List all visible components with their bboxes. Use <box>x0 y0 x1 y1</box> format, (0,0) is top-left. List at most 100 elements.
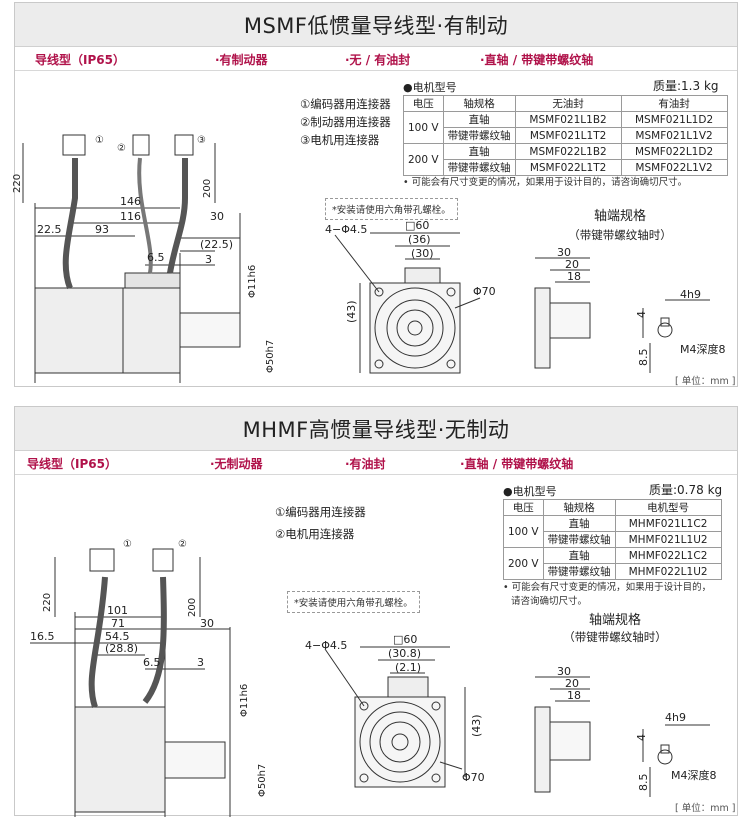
header-voltage: 电压 <box>503 499 544 516</box>
model-table: 电压 轴规格 电机型号 100 V 直轴 MHMF021L1C2 带键带螺纹轴 … <box>503 499 722 580</box>
msmf-spec-panel: MSMF低惯量导线型·有制动 导线型（IP65） ·有制动器 ·无 / 有油封 … <box>12 2 738 387</box>
dim-holes: 4−Φ4.5 <box>305 639 347 652</box>
dim-146: 146 <box>120 195 141 208</box>
cell-model: MSMF021L1D2 <box>620 111 728 128</box>
panel-title: MHMF高惯量导线型·无制动 <box>242 417 510 442</box>
cell-model: MSMF022L1D2 <box>620 143 728 160</box>
header-model: 电机型号 <box>614 499 722 516</box>
cell-shaft: 直轴 <box>442 111 516 128</box>
dim-28-8: (28.8) <box>105 642 138 655</box>
feature-shaft: ·直轴 / 带键带螺纹轴 <box>460 457 574 471</box>
cell-model: MSMF022L1V2 <box>620 159 728 176</box>
cell-model: MSMF022L1B2 <box>514 143 622 160</box>
cell-model: MSMF022L1T2 <box>514 159 622 176</box>
dim-16-5: 16.5 <box>30 630 55 643</box>
dim-30: 30 <box>200 617 214 630</box>
dim-shaft-30: 30 <box>557 665 571 678</box>
dim-shaft-18: 18 <box>567 689 581 702</box>
table-row: 带键带螺纹轴 MHMF022L1U2 <box>504 563 722 580</box>
dim-200: 200 <box>187 598 198 617</box>
dim-key-h9: 4h9 <box>680 288 701 301</box>
model-table-title: ●电机型号 <box>503 485 557 498</box>
table-row: 100 V 直轴 MHMF021L1C2 <box>503 515 722 548</box>
dim-shaft-8-5: 8.5 <box>637 774 650 792</box>
dim-22-5-paren: (22.5) <box>200 238 233 251</box>
cell-model: MHMF022L1U2 <box>614 563 722 580</box>
connector-3-label: ③ <box>197 135 206 146</box>
dim-shaft-30: 30 <box>557 246 571 259</box>
table-header-row: 电压 轴规格 电机型号 <box>503 499 722 516</box>
dim-thread-m4: M4深度8 <box>671 768 717 782</box>
unit-label: [ 单位：mm ] <box>675 376 736 387</box>
feature-brake: ·无制动器 <box>210 457 263 471</box>
motor-front-view: 4−Φ4.5 □60 (30.8) (2.1) (43) Φ70 <box>305 633 485 788</box>
cell-shaft: 带键带螺纹轴 <box>542 531 616 548</box>
dim-200: 200 <box>202 179 213 198</box>
dim-54-5: 54.5 <box>105 630 130 643</box>
feature-brake: ·有制动器 <box>215 53 268 67</box>
dim-3: 3 <box>205 253 212 266</box>
dim-93: 93 <box>95 223 109 236</box>
feature-row: 导线型（IP65） ·有制动器 ·无 / 有油封 ·直轴 / 带键带螺纹轴 <box>15 47 737 71</box>
connector-motor: ②电机用连接器 <box>275 527 355 541</box>
dim-6-5: 6.5 <box>143 656 161 669</box>
dim-101: 101 <box>107 604 128 617</box>
connector-encoder: ①编码器用连接器 <box>275 505 366 519</box>
unit-label: [ 单位：mm ] <box>675 803 736 814</box>
motor-front-view: 4−Φ4.5 □60 (36) (30) (43) Φ70 <box>325 219 496 374</box>
connector-brake: ②制动器用连接器 <box>300 115 391 129</box>
dim-71: 71 <box>111 617 125 630</box>
panel-title-bar: MSMF低惯量导线型·有制动 <box>15 3 737 47</box>
model-table-title: ●电机型号 <box>403 81 457 94</box>
connector-1-label: ① <box>95 135 104 146</box>
connector-encoder: ①编码器用连接器 <box>300 97 391 111</box>
table-note: • 可能会有尺寸变更的情况，如果用于设计目的， <box>503 582 712 593</box>
feature-lead-type: 导线型（IP65） <box>35 53 125 67</box>
connector-2-label: ② <box>117 143 126 154</box>
cell-shaft: 直轴 <box>542 515 616 532</box>
cell-voltage: 100 V <box>403 111 444 144</box>
dim-square-60: □60 <box>405 219 429 232</box>
dim-key-h9: 4h9 <box>665 711 686 724</box>
motor-side-view: ① ② 220 200 101 71 30 16.5 54.5 (28.8) 6… <box>30 539 268 817</box>
dim-phi70: Φ70 <box>462 771 485 784</box>
connector-2-label: ② <box>178 539 187 550</box>
motor-mass: 质量:1.3 kg <box>653 79 719 93</box>
dim-43: (43) <box>470 714 483 737</box>
feature-lead-type: 导线型（IP65） <box>27 457 117 471</box>
cell-shaft: 带键带螺纹轴 <box>542 563 616 580</box>
connector-legend: ①编码器用连接器 ②制动器用连接器 ③电机用连接器 <box>300 95 391 149</box>
cell-model: MSMF021L1B2 <box>514 111 622 128</box>
header-shaft: 轴规格 <box>442 95 516 112</box>
dim-220: 220 <box>42 593 53 612</box>
dim-shaft-8-5: 8.5 <box>637 349 650 367</box>
cell-shaft: 带键带螺纹轴 <box>442 127 516 144</box>
table-row: 带键带螺纹轴 MSMF022L1T2 MSMF022L1V2 <box>404 159 728 176</box>
dim-key-4: 4 <box>635 734 648 741</box>
dim-phi50: Φ50h7 <box>257 764 268 797</box>
cell-shaft: 直轴 <box>542 547 616 564</box>
header-no-seal: 无油封 <box>514 95 622 112</box>
cell-shaft: 直轴 <box>442 143 516 160</box>
connector-motor: ③电机用连接器 <box>300 133 380 147</box>
table-row: 带键带螺纹轴 MSMF021L1T2 MSMF021L1V2 <box>404 127 728 144</box>
table-row: 100 V 直轴 MSMF021L1B2 MSMF021L1D2 <box>403 111 728 144</box>
cell-model: MHMF022L1C2 <box>614 547 722 564</box>
shaft-end-view: 30 20 18 4 4h9 8.5 M4深度8 <box>534 665 717 797</box>
dim-shaft-20: 20 <box>565 258 579 271</box>
shaft-spec-subtitle: （带键带螺纹轴时） <box>563 630 667 644</box>
dim-116: 116 <box>120 210 141 223</box>
table-header-row: 电压 轴规格 无油封 有油封 <box>403 95 728 112</box>
dim-43: (43) <box>345 300 358 323</box>
mhmf-spec-panel: MHMF高惯量导线型·无制动 导线型（IP65） ·无制动器 ·有油封 ·直轴 … <box>14 406 738 817</box>
cell-model: MHMF021L1C2 <box>614 515 722 532</box>
shaft-end-view: 30 20 18 4 4h9 8.5 M4深度8 <box>534 246 726 373</box>
mounting-hint: *安装请使用六角带孔螺栓。 <box>287 591 420 613</box>
dim-36: (36) <box>408 233 431 246</box>
cell-model: MSMF021L1T2 <box>514 127 622 144</box>
shaft-spec-subtitle: （带键带螺纹轴时） <box>568 228 672 242</box>
connector-legend: ①编码器用连接器 ②电机用连接器 <box>275 503 366 543</box>
dim-thread-m4: M4深度8 <box>680 342 726 356</box>
dim-phi50: Φ50h7 <box>265 340 276 373</box>
cell-voltage: 200 V <box>503 547 544 580</box>
